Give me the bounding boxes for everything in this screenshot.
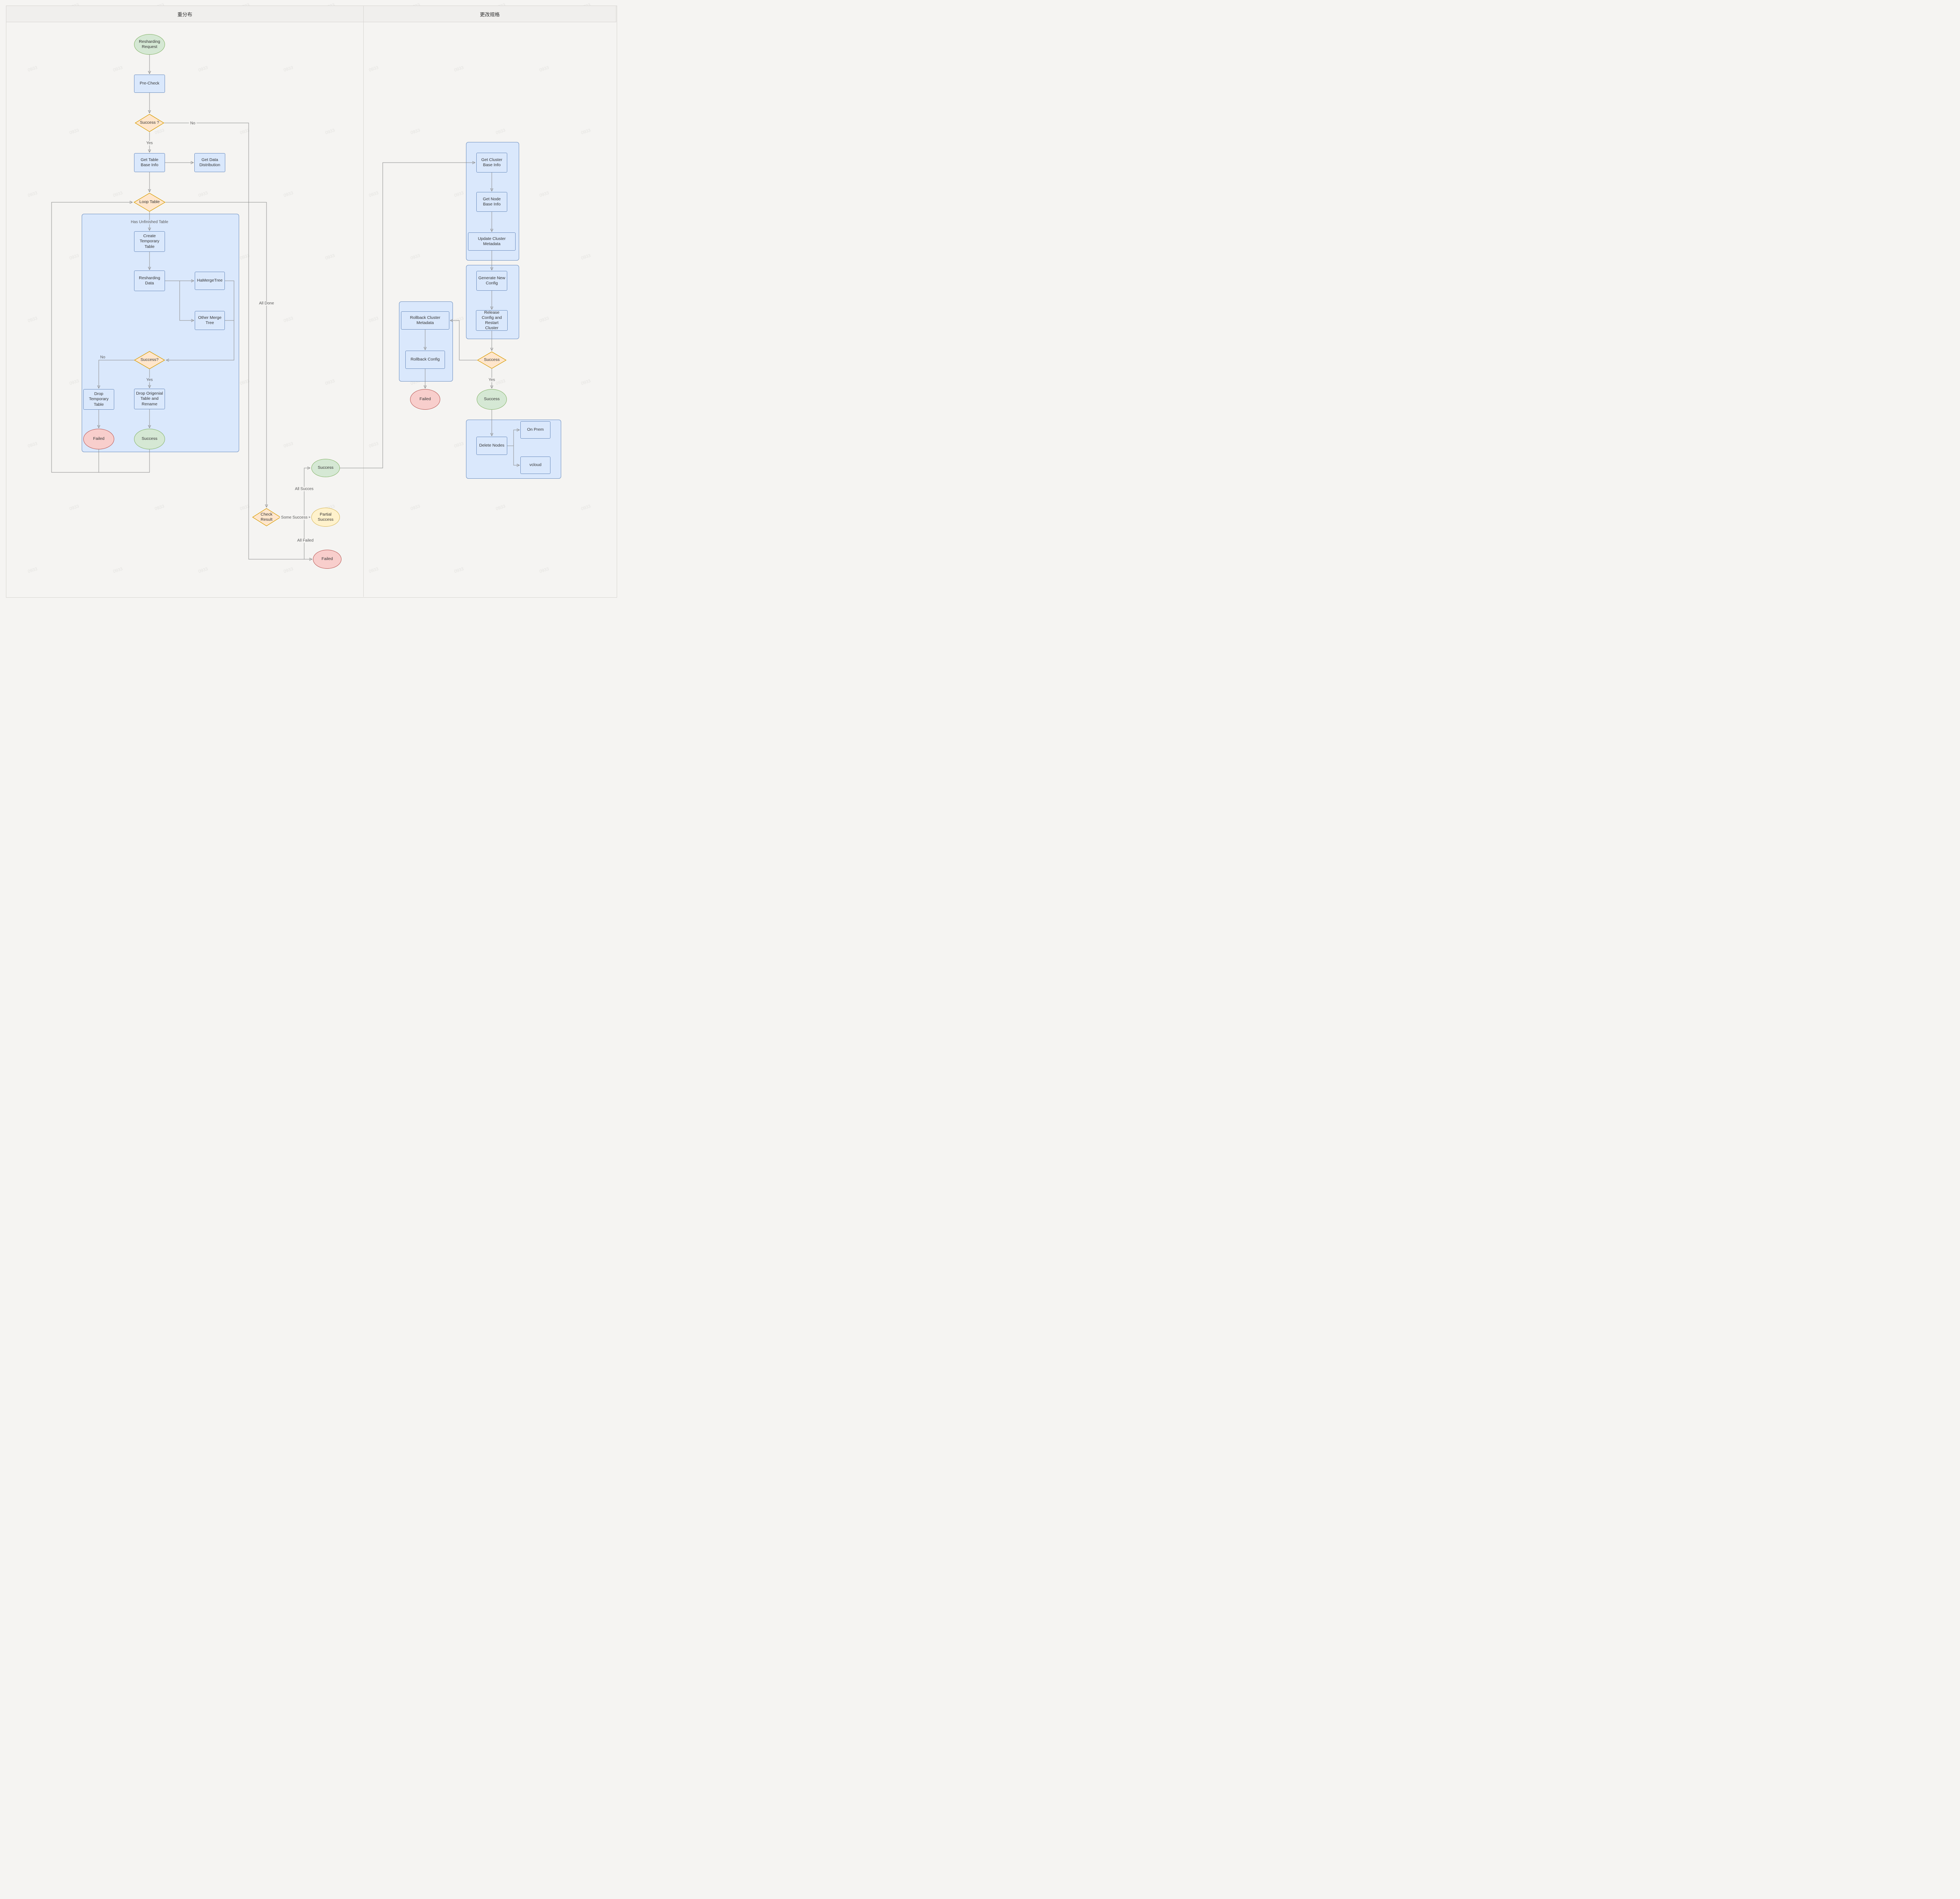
node-label: Pre-Check [140,81,159,86]
edge-label-all-failed: All Failed [296,538,315,543]
edge-label-no-1: No [189,121,197,126]
node-update-cluster-metadata[interactable]: Update Cluster Metadata [468,232,516,251]
node-label: On Prem [527,427,544,432]
node-vcloud[interactable]: vcloud [520,457,550,474]
edge-success2-no-droptemp [99,360,134,388]
node-label: Resharding Request [139,39,160,49]
edge-label-all-success: All Succes [293,487,315,491]
edge-looptable-alldone-checkresult [165,202,267,507]
node-label: Success ? [140,120,159,125]
node-get-table-base-info[interactable]: Get Table Base Info [134,153,165,172]
lane-header-change-spec: 更改规格 [363,6,616,22]
node-label: Check Result [261,512,272,522]
lane-header-resharding: 重分布 [6,6,364,22]
node-resharding-data[interactable]: Resharding Data [134,270,165,291]
node-label: Drop Temporary Table [89,391,109,407]
node-label: Partial Success [318,512,334,522]
edge-label-yes-2: Yes [145,378,154,382]
node-label: Success [142,436,157,441]
edge-deletenodes-onprem [513,430,519,446]
node-success-spec[interactable]: Success [477,389,507,410]
node-label: Failed [321,556,333,562]
node-rollback-config[interactable]: Rollback Config [405,351,445,369]
edge-success1-no-failed [164,123,312,559]
node-loop-table[interactable]: Loop Table [134,193,165,212]
edge-label-no-2: No [99,355,107,360]
node-success-decision-3[interactable]: Success [477,351,506,369]
node-label: Failed [419,397,431,402]
edge-success3-rollback [451,320,477,361]
edge-label-yes-3: Yes [487,378,497,382]
node-get-data-distribution[interactable]: Get Data Distribution [194,153,225,172]
edge-success-loopback [51,202,150,473]
node-label: Get Node Base Info [483,196,501,207]
node-label: HaMergeTree [197,278,223,283]
edge-reshardingdata-othermerge [179,281,194,320]
node-label: Success? [140,357,159,363]
edge-label-all-done: All Done [258,301,275,306]
node-label: Update Cluster Metadata [478,236,506,246]
node-label: Rollback Config [410,357,440,362]
node-label: Release Config and Restart Cluster [481,310,502,331]
edge-success-to-clusterinfo [340,163,475,468]
node-get-cluster-base-info[interactable]: Get Cluster Base Info [476,153,507,173]
node-label: Failed [93,436,105,441]
lane-title-resharding: 重分布 [177,12,192,17]
edge-label-has-unfinished-table: Has Unfinished Table [129,220,170,224]
node-success-all[interactable]: Success [311,459,340,477]
node-resharding-request[interactable]: Resharding Request [134,34,165,55]
node-failed-resharding[interactable]: Failed [83,429,114,449]
node-rollback-cluster-metadata[interactable]: Rollback Cluster Metadata [401,311,449,330]
node-partial-success[interactable]: Partial Success [311,508,340,527]
node-drop-temporary-table[interactable]: Drop Temporary Table [83,389,114,410]
edge-checkresult-allsuccess [281,468,310,518]
node-get-node-base-info[interactable]: Get Node Base Info [476,192,507,212]
node-delete-nodes[interactable]: Delete Nodes [476,437,507,455]
node-failed-rollback[interactable]: Failed [410,389,440,410]
node-label: Success [484,397,500,402]
edges-layer [51,55,622,602]
node-success-resharding[interactable]: Success [134,429,165,449]
node-create-temporary-table[interactable]: Create Temporary Table [134,231,165,252]
node-success-decision-1[interactable]: Success ? [135,114,164,132]
node-other-merge-tree[interactable]: Other Merge Tree [195,311,225,330]
node-label: Other Merge Tree [198,315,222,325]
node-failed-all[interactable]: Failed [313,550,341,569]
node-pre-check[interactable]: Pre-Check [134,75,165,93]
node-label: vcloud [529,462,542,468]
container-unfinished-table-loop[interactable] [82,214,239,452]
node-label: Get Table Base Info [140,157,159,167]
node-on-prem[interactable]: On Prem [520,421,550,439]
node-label: Success [318,465,334,470]
node-label: Get Cluster Base Info [481,157,502,167]
node-label: Loop Table [139,199,160,205]
node-label: Create Temporary Table [140,234,159,249]
node-check-result[interactable]: Check Result [252,508,281,526]
node-label: Generate New Config [478,275,505,286]
lane-title-change-spec: 更改规格 [479,12,500,17]
node-ha-merge-tree[interactable]: HaMergeTree [195,272,225,290]
node-release-config-restart[interactable]: Release Config and Restart Cluster [476,310,508,331]
edge-label-yes-1: Yes [145,141,154,146]
node-label: Drop Origenial Table and Rename [136,391,163,407]
node-label: Delete Nodes [479,443,504,448]
lane-divider [363,6,364,597]
edge-deletenodes-vcloud [513,446,519,465]
edge-label-some-success: Some Success [280,515,309,520]
node-label: Get Data Distribution [199,157,221,167]
node-label: Rollback Cluster Metadata [410,315,441,325]
node-label: Resharding Data [139,275,160,286]
node-success-decision-2[interactable]: Success? [134,351,165,369]
node-label: Success [484,357,500,363]
node-drop-original-table[interactable]: Drop Origenial Table and Rename [134,389,165,409]
node-generate-new-config[interactable]: Generate New Config [476,271,507,291]
